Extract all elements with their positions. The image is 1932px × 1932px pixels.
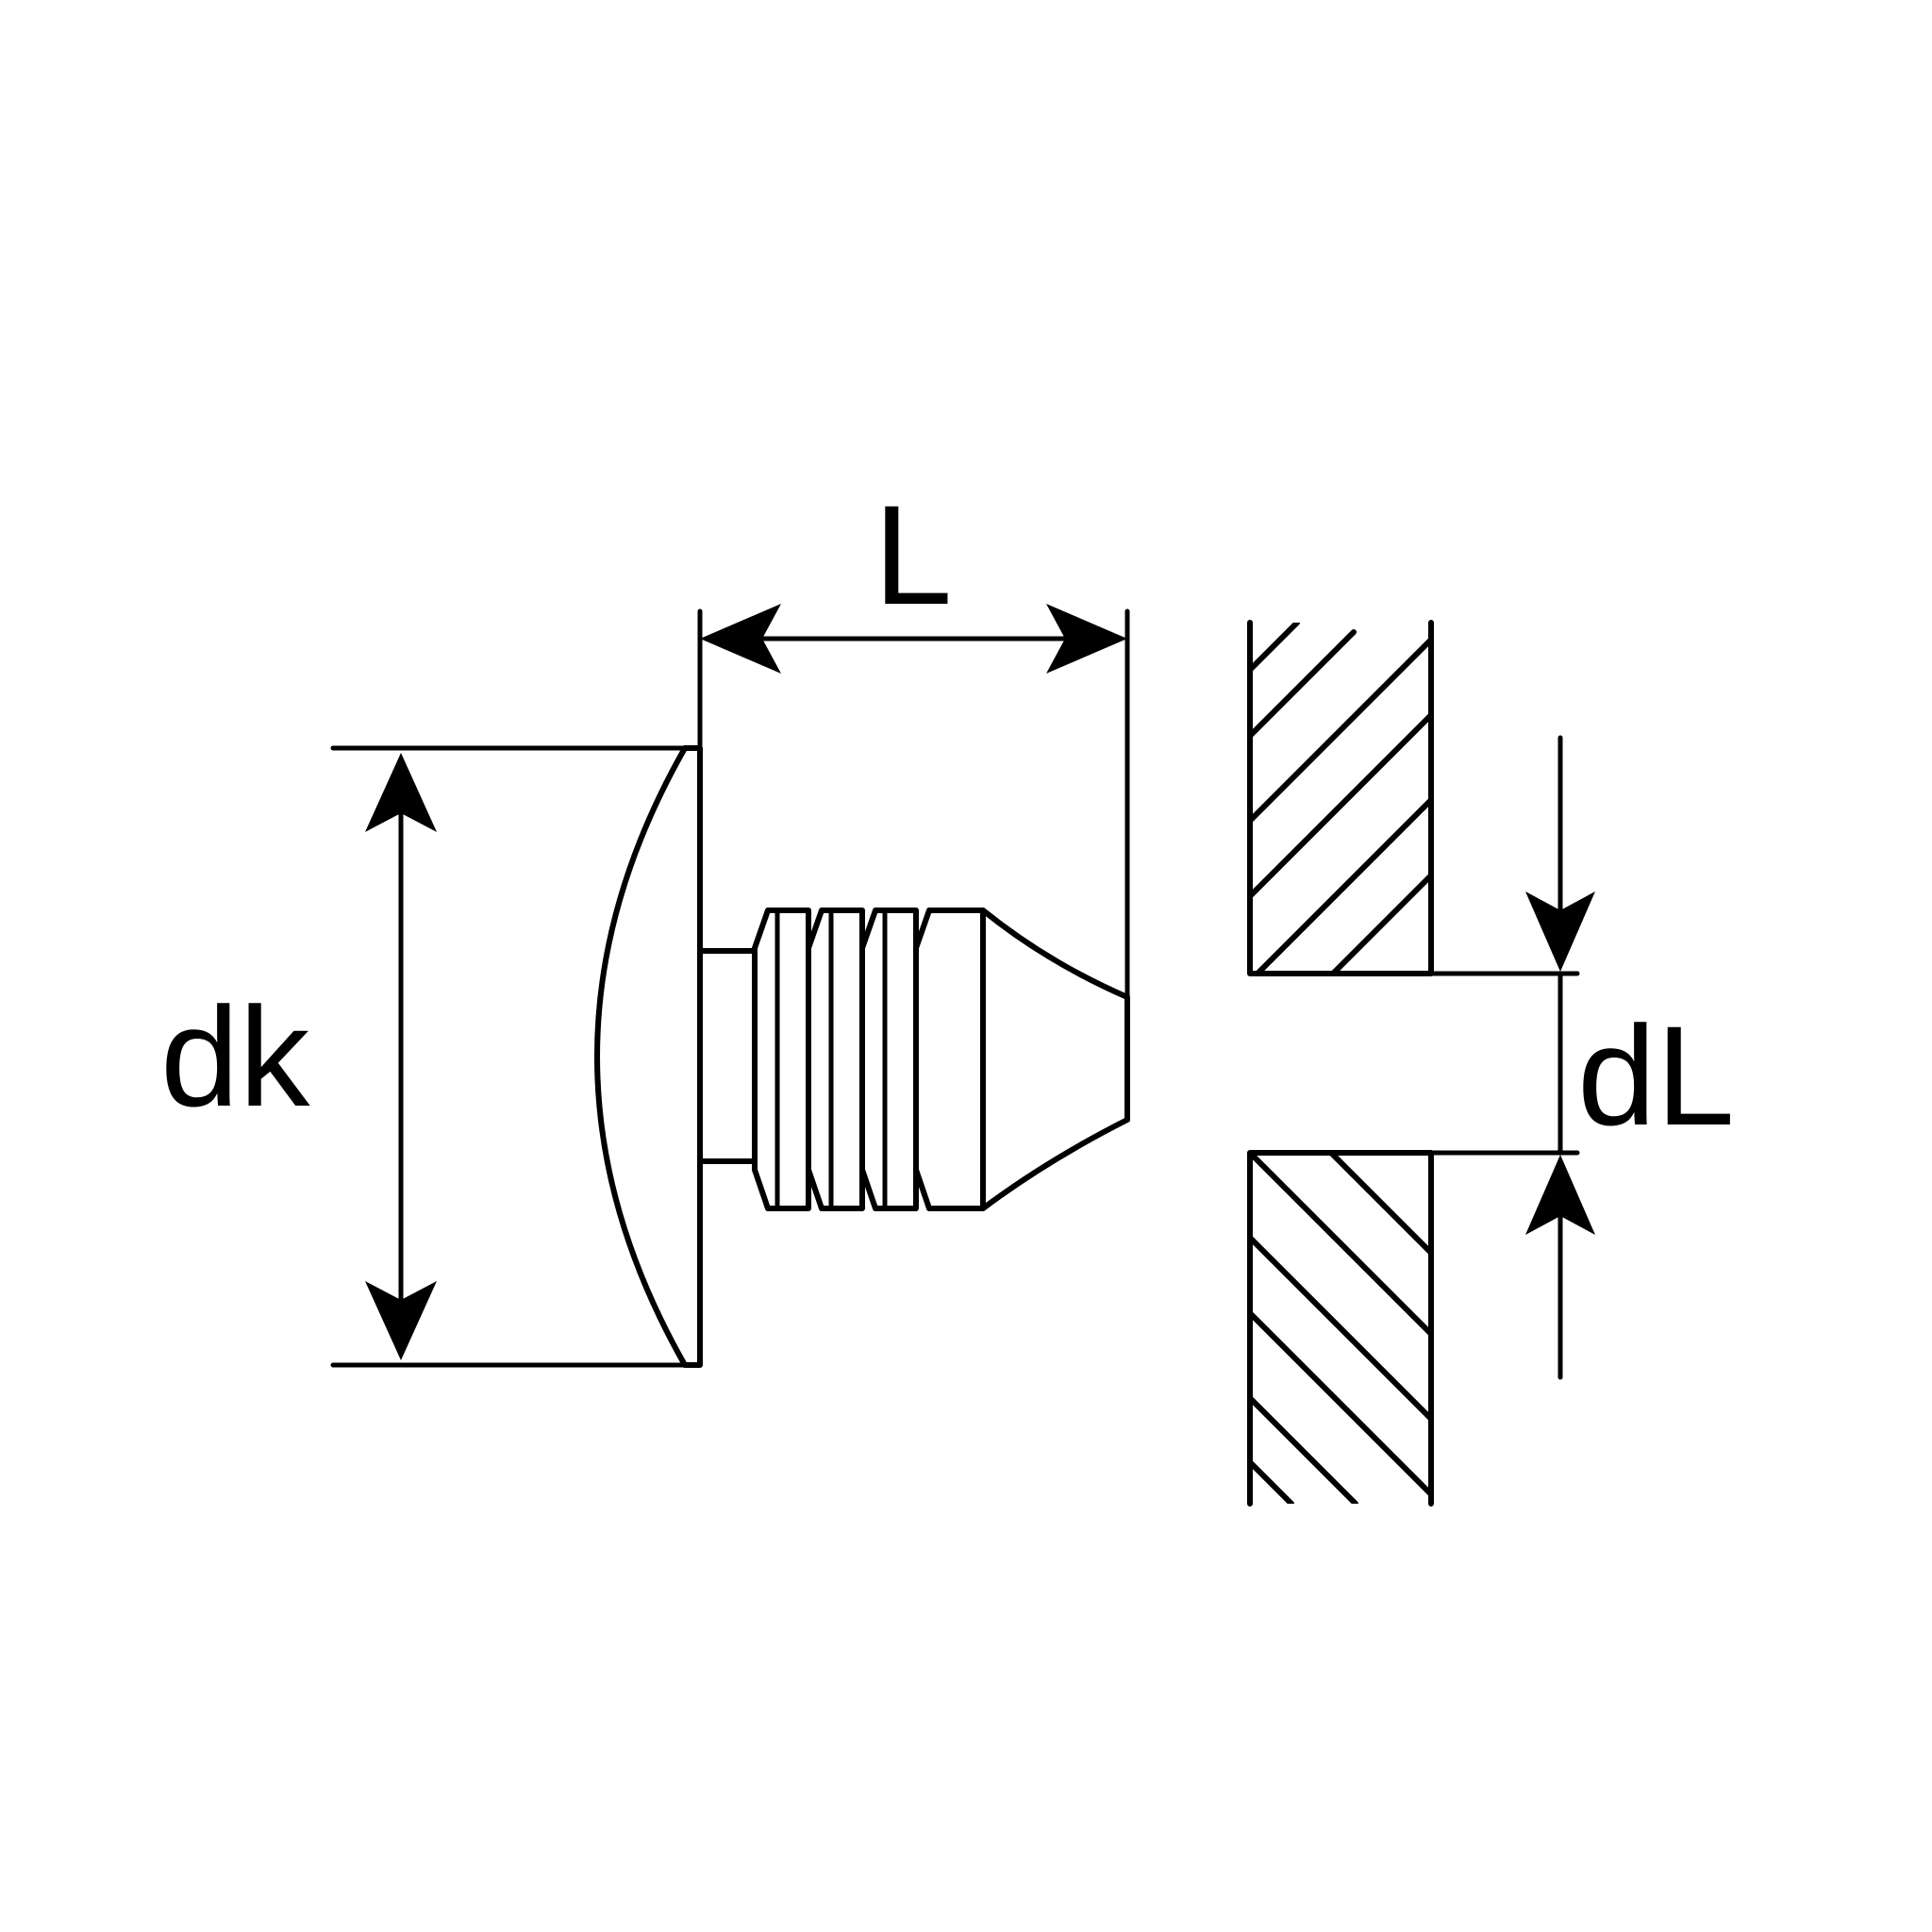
- thread-ring-3: [859, 908, 919, 1211]
- fastener-shank: [697, 948, 758, 1164]
- length-arrow-right: [1046, 604, 1127, 674]
- fastener: [594, 745, 1130, 1368]
- length-label: L: [874, 475, 952, 634]
- dl-arrow-bottom: [1525, 1155, 1595, 1235]
- lower-wall-hatch: [1250, 1153, 1431, 1504]
- dimension-length: L: [697, 475, 1130, 998]
- dl-label: dL: [1577, 996, 1735, 1155]
- fastener-tip: [980, 908, 1130, 1211]
- fastener-shoulder: [913, 908, 986, 1211]
- length-arrow-left: [700, 604, 781, 674]
- dimension-head-diameter: dk: [160, 745, 688, 1368]
- lower-wall-outline: [1247, 1150, 1434, 1507]
- dk-label: dk: [160, 977, 310, 1136]
- thread-ring-2: [806, 908, 865, 1211]
- dl-arrow-top: [1525, 891, 1595, 972]
- upper-wall-hatch: [1250, 623, 1431, 974]
- upper-wall-outline: [1247, 620, 1434, 976]
- thread-ring-1: [752, 908, 811, 1211]
- dimension-hole-diameter: dL: [1428, 735, 1735, 1380]
- dk-arrow-bottom: [365, 1281, 437, 1360]
- fastener-head: [594, 745, 703, 1368]
- dk-arrow-top: [365, 753, 437, 832]
- workpiece: [1247, 620, 1434, 1507]
